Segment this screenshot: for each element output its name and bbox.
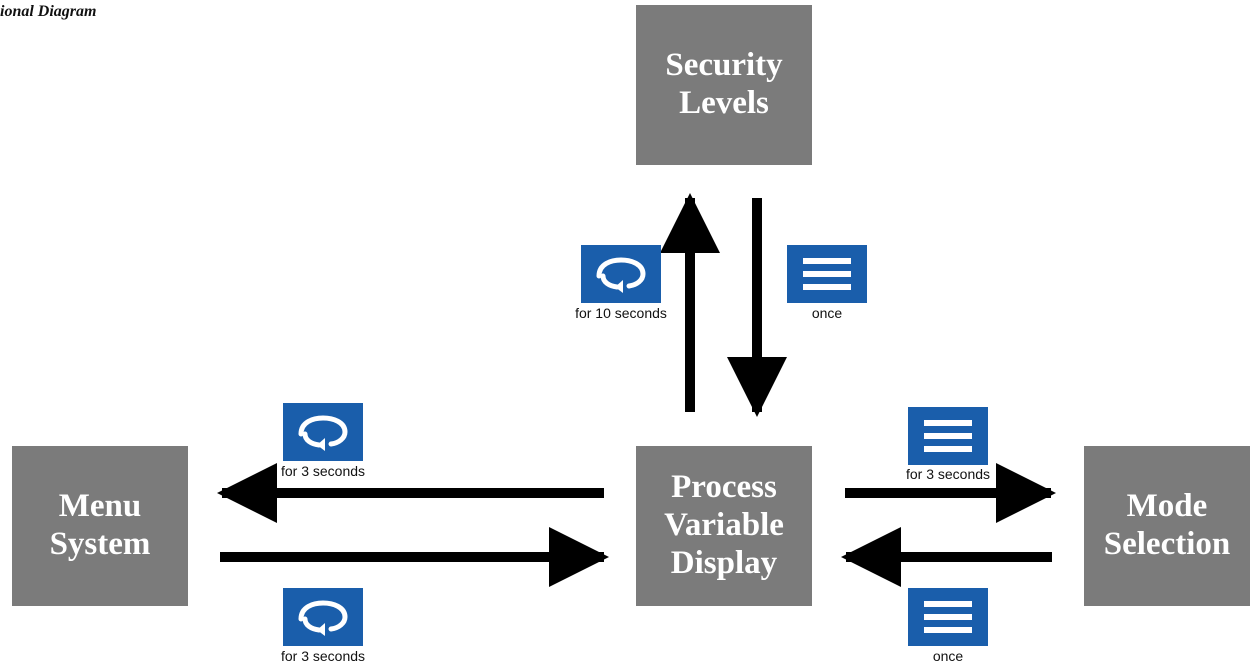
caption-process-to-security: for 10 seconds xyxy=(575,305,667,321)
node-label-line: Security xyxy=(665,47,783,84)
menu-lines-icon xyxy=(908,588,988,646)
caption-mode-to-process: once xyxy=(932,648,964,664)
caption-security-to-process: once xyxy=(811,305,843,321)
rotate-icon xyxy=(283,588,363,646)
caption-menu-to-process: for 3 seconds xyxy=(280,648,366,664)
node-security-levels: Security Levels xyxy=(636,5,812,165)
node-label-line: Selection xyxy=(1103,526,1231,562)
node-label-line: Process xyxy=(671,469,777,506)
node-label-line: Menu xyxy=(58,488,142,525)
node-label-line: System xyxy=(49,526,151,562)
caption-process-to-mode: for 3 seconds xyxy=(905,466,991,482)
node-menu-system: Menu System xyxy=(12,446,188,606)
menu-lines-icon xyxy=(908,407,988,465)
menu-lines-icon xyxy=(787,245,867,303)
caption-process-to-menu: for 3 seconds xyxy=(280,463,366,479)
node-label-line: Mode xyxy=(1126,488,1208,525)
diagram-title: ional Diagram xyxy=(0,3,97,20)
node-label-line: Variable xyxy=(664,507,784,544)
node-label-line: Levels xyxy=(679,85,769,121)
node-process-variable-display: Process Variable Display xyxy=(636,446,812,606)
rotate-icon xyxy=(581,245,661,303)
node-mode-selection: Mode Selection xyxy=(1084,446,1250,606)
rotate-icon xyxy=(283,403,363,461)
node-label-line: Display xyxy=(670,544,778,581)
